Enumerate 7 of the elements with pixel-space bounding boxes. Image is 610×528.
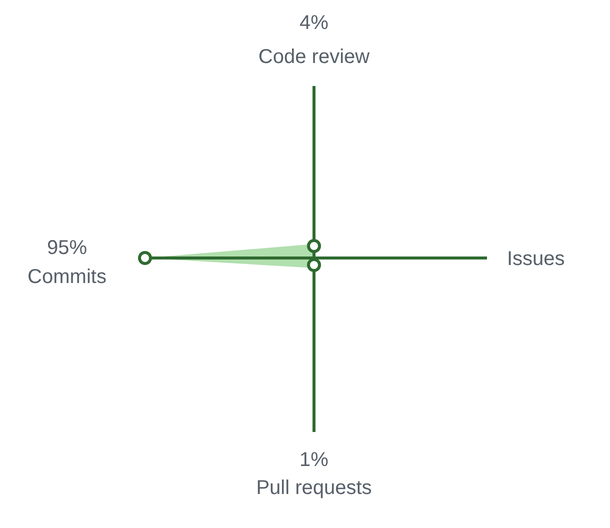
axis-label: Pull requests [256, 478, 372, 498]
axis-label: Commits [28, 267, 106, 287]
percentage-label: 95% [46, 238, 88, 258]
axis-label: Issues [507, 249, 565, 269]
percentage-label: 4% [300, 13, 328, 33]
percentage-label: 1% [300, 450, 328, 470]
axis-label: Code review [258, 47, 370, 67]
